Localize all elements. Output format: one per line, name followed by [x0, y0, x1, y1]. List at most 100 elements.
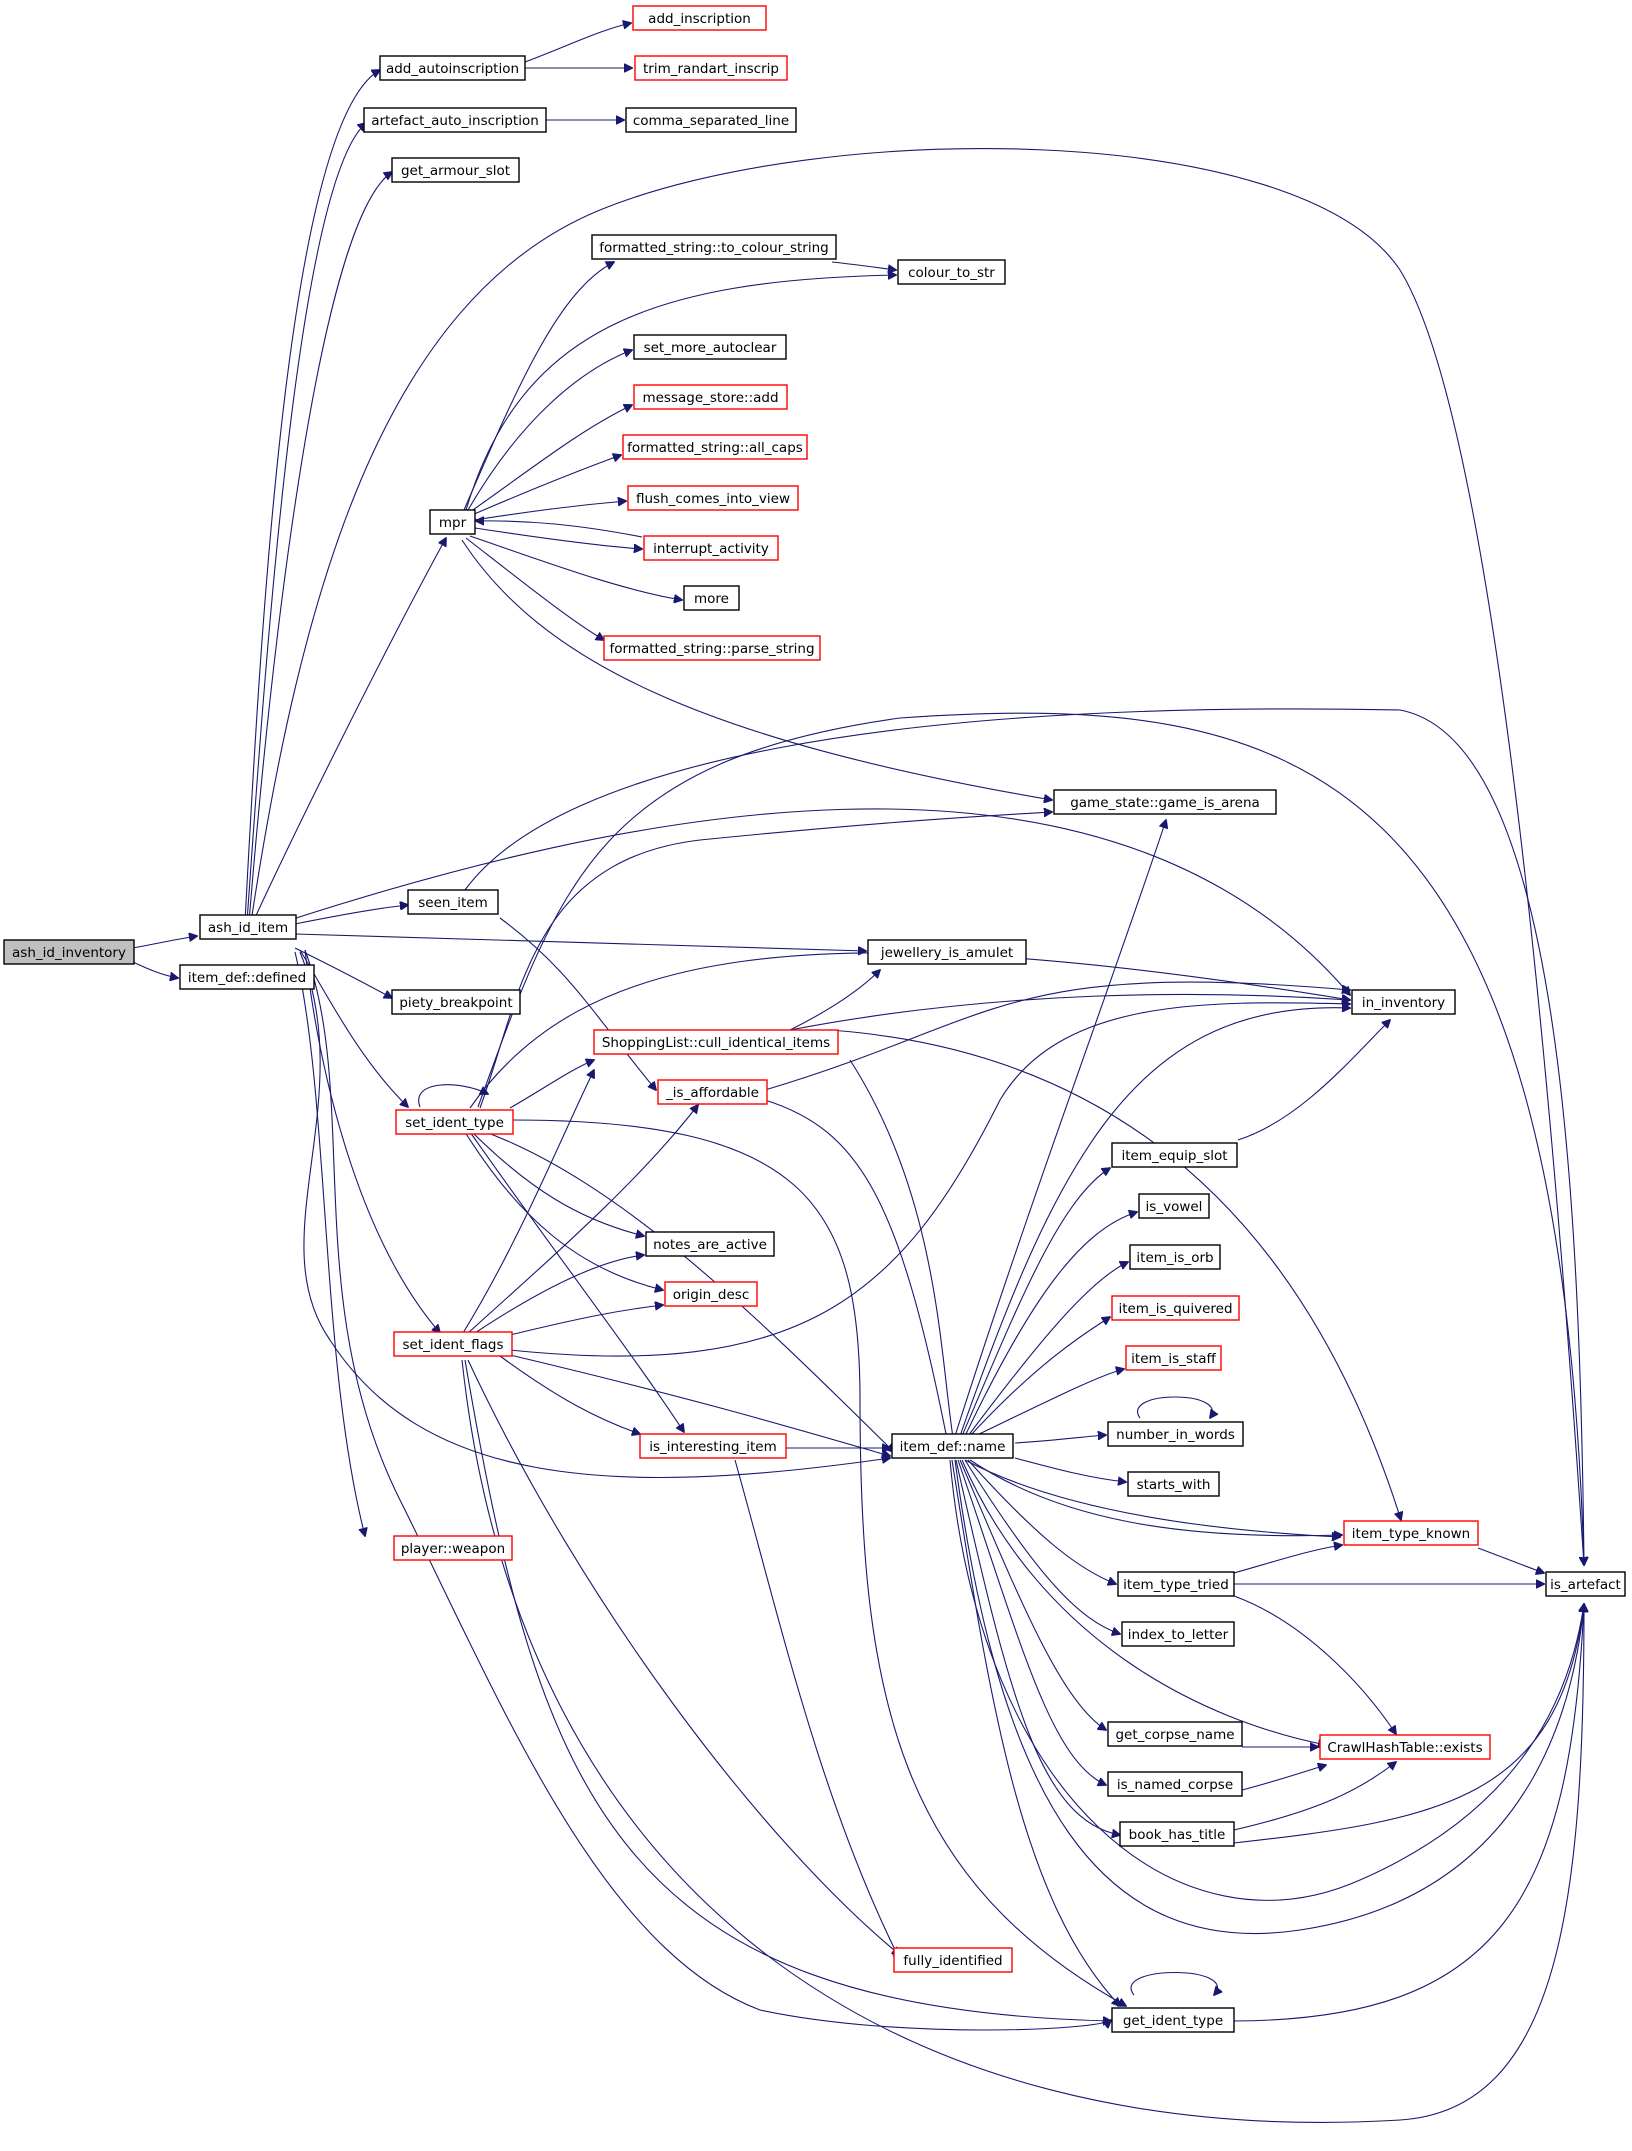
- edge-set_ident_flags-origin_desc: [509, 1305, 663, 1336]
- edge-item_def_name-get_ident_type: [951, 1459, 1120, 2006]
- node-number_in_words[interactable]: number_in_words: [1107, 1421, 1244, 1447]
- edge-number_in_words-self: [1137, 1396, 1213, 1418]
- node-label-comma_separated_line: comma_separated_line: [633, 113, 789, 129]
- edge-to_colour_string-colour_to_str: [831, 261, 896, 270]
- node-origin_desc[interactable]: origin_desc: [664, 1281, 758, 1307]
- edge-set_ident_flags-cull_identical_items: [462, 1070, 594, 1334]
- node-all_caps[interactable]: formatted_string::all_caps: [622, 434, 808, 460]
- node-trim_randart_inscrip[interactable]: trim_randart_inscrip: [634, 55, 788, 81]
- node-index_to_letter[interactable]: index_to_letter: [1121, 1621, 1235, 1647]
- edge-item_def_name-is_artefact: [954, 1459, 1584, 1935]
- node-crawlhashtable_exists[interactable]: CrawlHashTable::exists: [1319, 1734, 1491, 1760]
- node-player_weapon[interactable]: player::weapon: [393, 1535, 513, 1561]
- node-message_store_add[interactable]: message_store::add: [633, 384, 788, 410]
- node-set_ident_flags[interactable]: set_ident_flags: [393, 1331, 513, 1357]
- node-box-comma_separated_line: [625, 107, 797, 133]
- edge-interrupt_activity-mpr: [476, 521, 643, 538]
- node-set_ident_type[interactable]: set_ident_type: [395, 1109, 514, 1135]
- edge-ash_id_item-artefact_auto_inscription: [246, 123, 366, 923]
- node-label-item_type_tried: item_type_tried: [1123, 1577, 1229, 1593]
- node-get_corpse_name[interactable]: get_corpse_name: [1107, 1721, 1243, 1747]
- node-cull_identical_items[interactable]: ShoppingList::cull_identical_items: [593, 1029, 839, 1055]
- node-jewellery_is_amulet[interactable]: jewellery_is_amulet: [867, 939, 1027, 965]
- edge-is_interesting_item-fully_identified: [734, 1459, 900, 1960]
- node-item_is_quivered[interactable]: item_is_quivered: [1111, 1295, 1240, 1321]
- node-item_def_defined[interactable]: item_def::defined: [179, 964, 315, 990]
- edge-set_ident_flags-in_inventory: [509, 1003, 1350, 1357]
- node-label-is_artefact: is_artefact: [1550, 1577, 1621, 1593]
- node-fully_identified[interactable]: fully_identified: [893, 1947, 1013, 1973]
- node-ash_id_inventory[interactable]: ash_id_inventory: [3, 939, 135, 965]
- edge-mpr-flush_comes_into_view: [473, 501, 626, 521]
- node-colour_to_str[interactable]: colour_to_str: [897, 259, 1006, 285]
- node-game_is_arena[interactable]: game_state::game_is_arena: [1053, 789, 1277, 815]
- node-box-ash_id_item: [199, 914, 297, 940]
- node-box-item_def_defined: [179, 964, 315, 990]
- node-seen_item[interactable]: seen_item: [407, 889, 499, 915]
- node-label-piety_breakpoint: piety_breakpoint: [399, 995, 512, 1011]
- edge-set_ident_type-item_def_name: [479, 1129, 894, 1452]
- edge-set_ident_flags-item_def_name: [509, 1354, 890, 1456]
- edge-item_type_tried-crawlhashtable_exists: [1233, 1595, 1396, 1734]
- node-is_vowel[interactable]: is_vowel: [1138, 1193, 1210, 1219]
- edge-item_def_name-number_in_words: [1014, 1435, 1106, 1444]
- node-get_ident_type[interactable]: get_ident_type: [1111, 2007, 1235, 2033]
- node-to_colour_string[interactable]: formatted_string::to_colour_string: [591, 234, 837, 260]
- node-item_equip_slot[interactable]: item_equip_slot: [1111, 1142, 1238, 1168]
- edge-item_def_name-in_inventory: [959, 1008, 1350, 1437]
- node-box-artefact_auto_inscription: [363, 107, 547, 133]
- node-interrupt_activity[interactable]: interrupt_activity: [643, 535, 779, 561]
- node-item_def_name[interactable]: item_def::name: [891, 1433, 1014, 1459]
- node-label-in_inventory: in_inventory: [1362, 995, 1445, 1011]
- node-is_artefact[interactable]: is_artefact: [1545, 1571, 1626, 1597]
- node-label-cull_identical_items: ShoppingList::cull_identical_items: [602, 1035, 830, 1051]
- edge-set_ident_type-origin_desc: [464, 1131, 663, 1290]
- node-parse_string[interactable]: formatted_string::parse_string: [603, 635, 821, 661]
- node-mpr[interactable]: mpr: [429, 509, 476, 535]
- nodes: ash_id_inventory ash_id_itemitem_def::def…: [3, 5, 1626, 2033]
- node-label-item_is_staff: item_is_staff: [1131, 1351, 1216, 1367]
- node-book_has_title[interactable]: book_has_title: [1119, 1821, 1235, 1847]
- node-item_is_staff[interactable]: item_is_staff: [1125, 1345, 1222, 1371]
- node-flush_comes_into_view[interactable]: flush_comes_into_view: [627, 485, 799, 511]
- node-box-in_inventory: [1351, 989, 1456, 1015]
- edge-item_type_known-is_artefact: [1477, 1547, 1544, 1573]
- edge-item_def_name-item_is_quivered: [969, 1317, 1110, 1437]
- node-item_is_orb[interactable]: item_is_orb: [1129, 1244, 1221, 1270]
- node-add_inscription[interactable]: add_inscription: [632, 5, 767, 31]
- node-item_type_tried[interactable]: item_type_tried: [1117, 1571, 1235, 1597]
- node-label-ash_id_item: ash_id_item: [208, 920, 288, 936]
- node-artefact_auto_inscription[interactable]: artefact_auto_inscription: [363, 107, 547, 133]
- edge-item_def_name-item_type_tried: [967, 1459, 1116, 1584]
- node-notes_are_active[interactable]: notes_are_active: [645, 1231, 775, 1257]
- node-ash_id_item[interactable]: ash_id_item: [199, 914, 297, 940]
- node-add_autoinscription[interactable]: add_autoinscription: [379, 55, 526, 81]
- node-label-get_corpse_name: get_corpse_name: [1115, 1727, 1234, 1743]
- node-get_armour_slot[interactable]: get_armour_slot: [391, 157, 520, 183]
- edge-item_def_name-starts_with: [1014, 1457, 1126, 1482]
- node-label-set_ident_flags: set_ident_flags: [403, 1337, 504, 1353]
- node-is_affordable[interactable]: _is_affordable: [657, 1079, 768, 1105]
- node-label-add_autoinscription: add_autoinscription: [386, 61, 519, 77]
- edge-cull_identical_items-item_def_name: [849, 1059, 954, 1444]
- node-piety_breakpoint[interactable]: piety_breakpoint: [391, 989, 521, 1015]
- node-in_inventory[interactable]: in_inventory: [1351, 989, 1456, 1015]
- node-more[interactable]: more: [683, 585, 740, 611]
- node-box-item_def_name: [891, 1433, 1014, 1459]
- node-item_type_known[interactable]: item_type_known: [1343, 1520, 1479, 1546]
- edge-ash_id_item-set_ident_flags: [304, 949, 440, 1333]
- node-starts_with[interactable]: starts_with: [1127, 1471, 1220, 1497]
- edge-is_affordable-in_inventory: [764, 981, 1350, 1091]
- node-box-is_affordable: [657, 1079, 768, 1105]
- node-is_named_corpse[interactable]: is_named_corpse: [1107, 1771, 1243, 1797]
- edge-mpr-all_caps: [471, 455, 621, 516]
- node-box-add_autoinscription: [379, 55, 526, 81]
- node-label-message_store_add: message_store::add: [642, 390, 778, 406]
- node-is_interesting_item[interactable]: is_interesting_item: [639, 1433, 787, 1459]
- node-label-flush_comes_into_view: flush_comes_into_view: [636, 491, 790, 507]
- node-comma_separated_line[interactable]: comma_separated_line: [625, 107, 797, 133]
- node-label-artefact_auto_inscription: artefact_auto_inscription: [371, 113, 539, 129]
- edge-mpr-parse_string: [465, 537, 604, 640]
- node-set_more_autoclear[interactable]: set_more_autoclear: [633, 334, 787, 360]
